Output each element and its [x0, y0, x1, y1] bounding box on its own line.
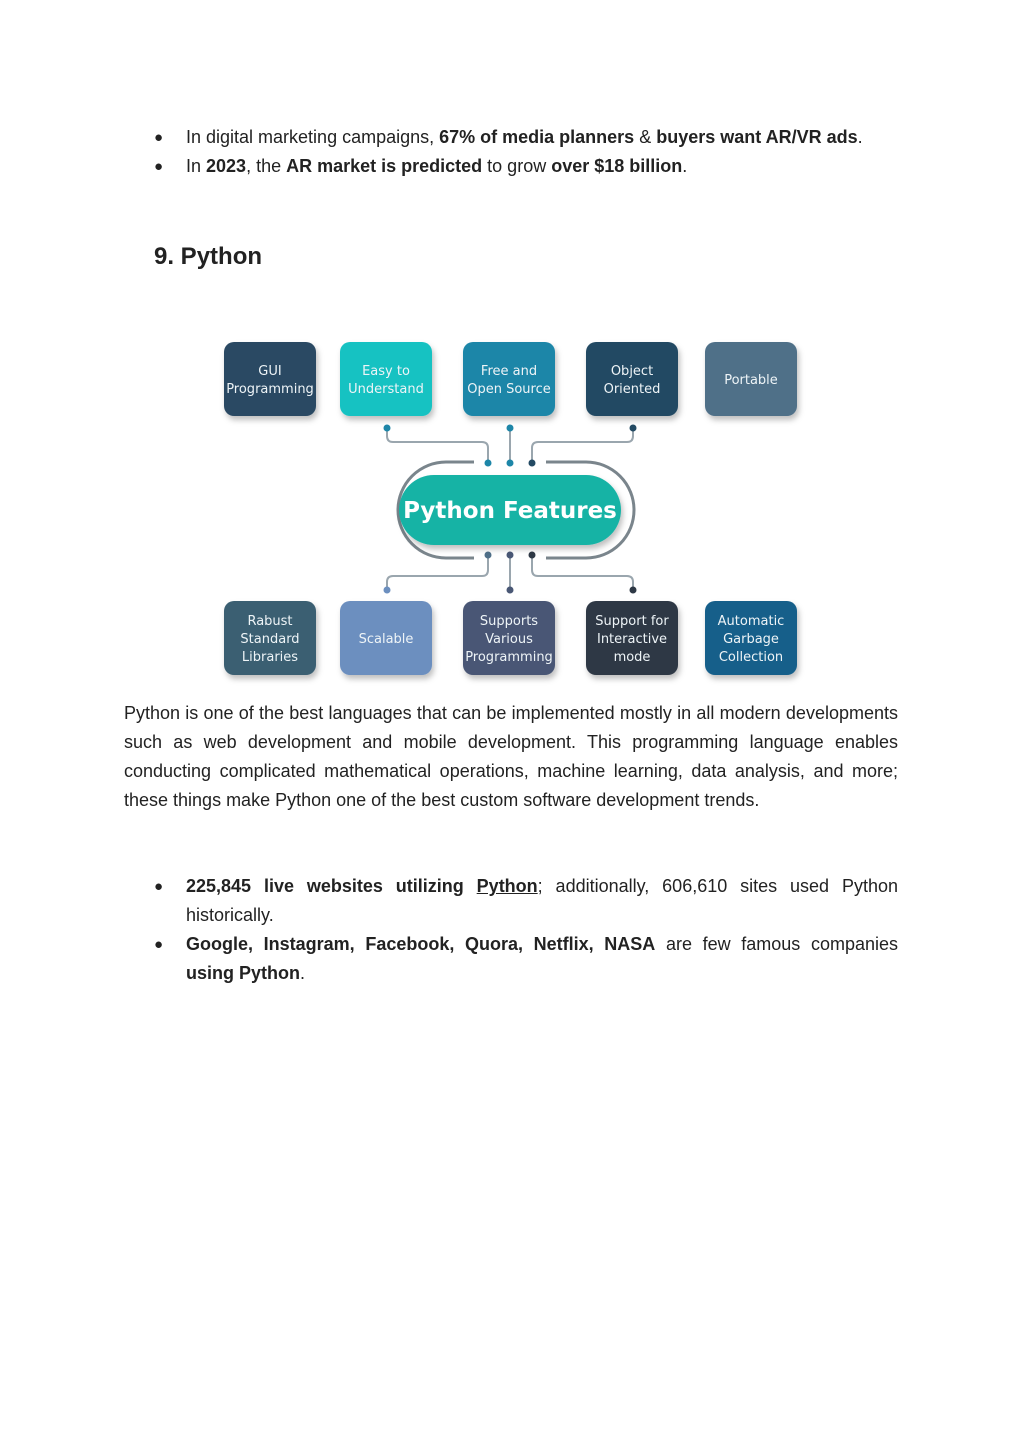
feature-label: Collection: [719, 650, 783, 665]
feature-box-bg: [340, 601, 432, 675]
feature-box-bg: [586, 601, 678, 675]
list-item: ● 225,845 live websites utilizing Python…: [124, 872, 898, 930]
feature-label: Scalable: [359, 632, 414, 647]
feature-label: mode: [614, 650, 651, 665]
bottom-bullet-list: ● 225,845 live websites utilizing Python…: [124, 872, 898, 988]
feature-label: Interactive: [597, 632, 667, 647]
feature-box-bg: [463, 342, 555, 416]
bullet-text: In 2023, the AR market is predicted to g…: [186, 156, 688, 176]
feature-label: Object: [611, 364, 653, 379]
top-feature-box: Portable: [705, 342, 797, 416]
center-pill: [399, 475, 621, 545]
feature-label: Libraries: [242, 650, 298, 665]
top-feature-box: GUI Programming: [224, 342, 316, 416]
feature-label: Supports: [480, 614, 538, 629]
top-feature-box: Easy to Understand: [340, 342, 432, 416]
feature-box-bg: [224, 601, 316, 675]
bullet-icon: ●: [154, 936, 164, 953]
feature-label: Rabust: [247, 614, 292, 629]
feature-box-bg: [705, 601, 797, 675]
feature-label: Various: [485, 632, 533, 647]
feature-label: Garbage: [723, 632, 779, 647]
feature-label: GUI: [258, 364, 281, 379]
bullet-icon: ●: [154, 878, 164, 895]
connector-lines: [386, 428, 636, 590]
features-diagram-svg: Python Features GUI Programming Easy to Und…: [224, 342, 797, 675]
center-label: Python Features: [403, 498, 617, 524]
bullet-text: 225,845 live websites utilizing Python; …: [186, 876, 898, 925]
feature-label: Easy to: [362, 364, 410, 379]
list-item: ● In 2023, the AR market is predicted to…: [124, 152, 904, 181]
feature-box-bg: [340, 342, 432, 416]
feature-label: Standard: [240, 632, 299, 647]
feature-label: Automatic: [718, 614, 785, 629]
feature-label: Free and: [481, 364, 537, 379]
list-item: ● Google, Instagram, Facebook, Quora, Ne…: [124, 930, 898, 988]
feature-box-bg: [586, 342, 678, 416]
feature-label: Programming: [226, 382, 314, 397]
bullet-icon: ●: [154, 129, 164, 146]
top-bullet-list: ● In digital marketing campaigns, 67% of…: [124, 123, 904, 181]
section-heading: 9. Python: [154, 243, 263, 270]
feature-box-bg: [224, 342, 316, 416]
python-description: Python is one of the best languages that…: [124, 703, 898, 810]
feature-label: Understand: [348, 382, 424, 397]
feature-box-bg: [705, 342, 797, 416]
feature-label: Support for: [595, 614, 669, 629]
connector-dots: [383, 424, 637, 594]
list-item: ● In digital marketing campaigns, 67% of…: [124, 123, 904, 152]
bullet-icon: ●: [154, 158, 164, 175]
feature-label: Programming: [465, 650, 553, 665]
bottom-feature-box: Scalable: [340, 601, 432, 675]
python-features-diagram: Python Features GUI Programming Easy to Und…: [216, 332, 808, 690]
python-link[interactable]: Python: [476, 876, 538, 896]
bullet-text: In digital marketing campaigns, 67% of m…: [186, 127, 863, 147]
bullet-text: Google, Instagram, Facebook, Quora, Netf…: [186, 934, 898, 983]
feature-label: Open Source: [467, 382, 551, 397]
feature-box-bg: [463, 601, 555, 675]
feature-label: Portable: [724, 373, 778, 388]
feature-label: Oriented: [604, 382, 661, 397]
